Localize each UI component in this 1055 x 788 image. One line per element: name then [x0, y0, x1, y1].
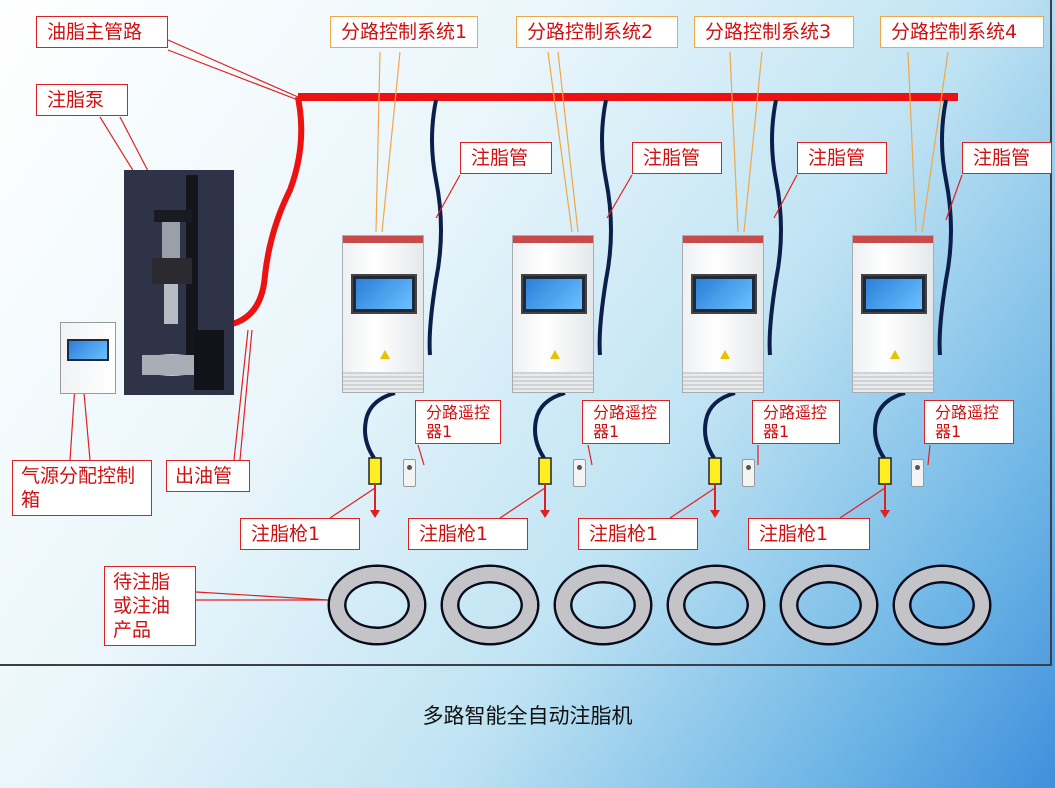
label-gun-2: 注脂枪1 — [408, 518, 528, 550]
remote-1 — [403, 459, 416, 487]
remote-3 — [742, 459, 755, 487]
hose-3 — [767, 99, 783, 356]
product-ring-6 — [895, 567, 989, 643]
diagram-caption: 多路智能全自动注脂机 — [422, 704, 633, 728]
product-ring-2 — [443, 567, 537, 643]
label-gun-4: 注脂枪1 — [748, 518, 870, 550]
product-ring-5 — [782, 567, 876, 643]
grease-pump-image — [124, 170, 234, 395]
product-ring-3 — [556, 567, 650, 643]
gun-hose-1 — [363, 391, 396, 460]
gun-hose-2 — [533, 391, 566, 460]
label-system-3: 分路控制系统3 — [694, 16, 854, 48]
remote-4 — [911, 459, 924, 487]
label-remote-1: 分路遥控器1 — [415, 400, 501, 444]
air-distribution-box — [60, 322, 116, 394]
label-grease-pipe-2: 注脂管 — [632, 142, 722, 174]
control-cabinet-3 — [682, 235, 764, 393]
label-remote-2: 分路遥控器1 — [582, 400, 670, 444]
control-cabinet-2 — [512, 235, 594, 393]
remote-2 — [573, 459, 586, 487]
label-grease-pipe-1: 注脂管 — [460, 142, 552, 174]
label-grease-pipe-3: 注脂管 — [797, 142, 887, 174]
product-ring-1 — [330, 567, 424, 643]
hose-2 — [597, 99, 613, 356]
diagram-frame — [0, 0, 1052, 666]
label-remote-4: 分路遥控器1 — [924, 400, 1014, 444]
orange-leaders — [375, 51, 949, 233]
label-system-2: 分路控制系统2 — [516, 16, 678, 48]
hose-4 — [937, 99, 953, 356]
gun-hose-4 — [873, 391, 906, 460]
label-out-pipe: 出油管 — [166, 460, 250, 492]
label-remote-3: 分路遥控器1 — [752, 400, 840, 444]
label-pump: 注脂泵 — [36, 84, 128, 116]
label-gun-1: 注脂枪1 — [240, 518, 360, 550]
label-air-box: 气源分配控制箱 — [12, 460, 152, 516]
control-cabinet-1 — [342, 235, 424, 393]
label-product: 待注脂或注油产品 — [104, 566, 196, 646]
label-main-pipe: 油脂主管路 — [36, 16, 168, 48]
gun-3 — [708, 457, 722, 518]
gun-hose-3 — [703, 391, 736, 460]
label-system-4: 分路控制系统4 — [880, 16, 1044, 48]
hose-1 — [427, 99, 443, 356]
label-gun-3: 注脂枪1 — [578, 518, 698, 550]
control-cabinet-4 — [852, 235, 934, 393]
label-grease-pipe-4: 注脂管 — [962, 142, 1052, 174]
outlet-pipe — [179, 96, 305, 330]
product-ring-4 — [669, 567, 763, 643]
label-system-1: 分路控制系统1 — [330, 16, 478, 48]
